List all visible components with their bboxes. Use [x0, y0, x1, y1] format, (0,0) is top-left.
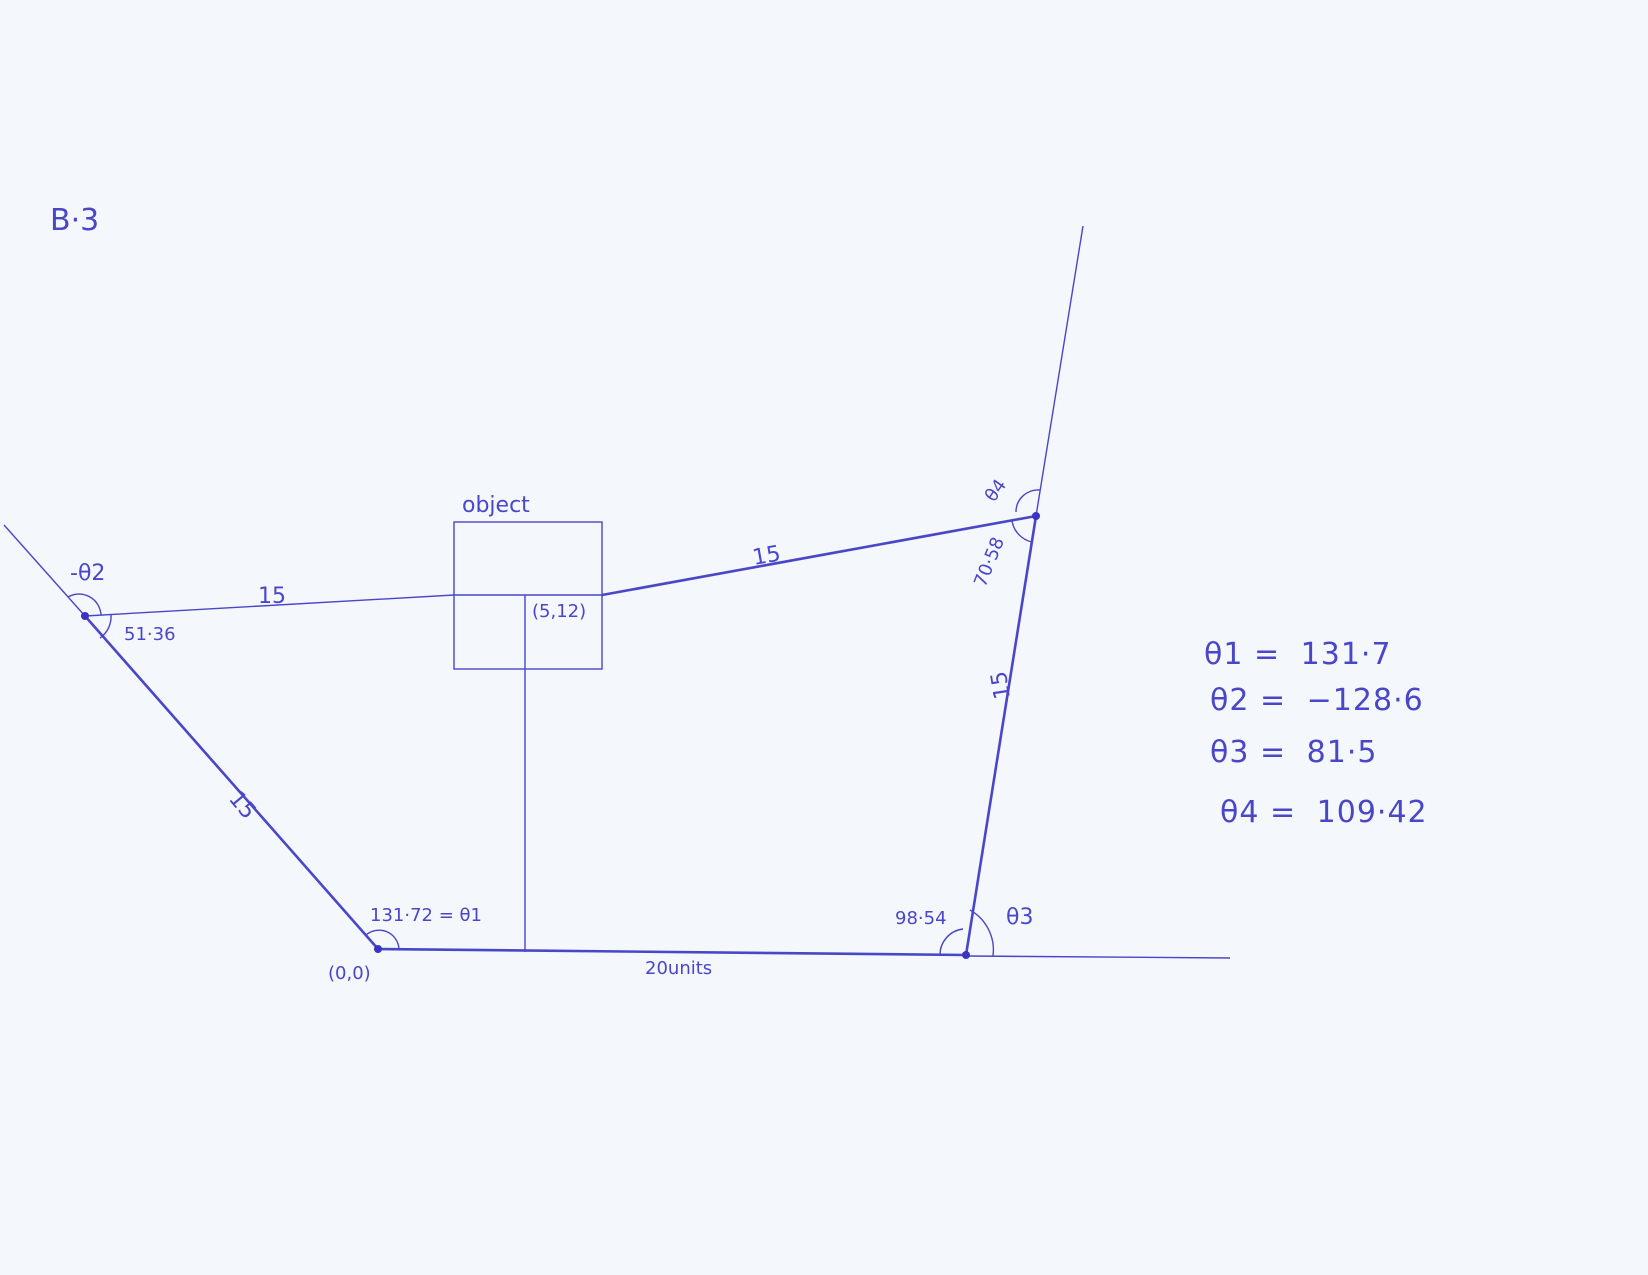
result-theta4-lhs: θ4 =	[1220, 795, 1296, 830]
object-label: object	[462, 493, 530, 518]
result-theta4-rhs: 109·42	[1317, 795, 1428, 830]
length-label-left-diag: 15	[223, 787, 260, 825]
base-extension	[965, 955, 1231, 959]
base-link	[377, 947, 967, 957]
right-base-theta-label: θ3	[1006, 905, 1033, 930]
link-left-object	[84, 594, 455, 617]
joint-origin	[374, 945, 382, 953]
result-theta3-lhs: θ3 =	[1210, 735, 1286, 770]
top-right-theta-label: θ4	[981, 475, 1011, 505]
right-base-angle-label: 98·54	[895, 908, 947, 929]
object-point-label: (5,12)	[532, 601, 586, 622]
length-label-top-right: 15	[751, 541, 783, 570]
left-extension	[3, 524, 86, 617]
page-label: B·3	[50, 203, 99, 238]
link-topright-base	[964, 515, 1038, 956]
arc-origin	[365, 929, 400, 950]
result-theta3: θ3 = 81·5	[1210, 735, 1377, 770]
joint-base-right	[962, 951, 970, 959]
origin-label: (0,0)	[328, 963, 371, 984]
result-theta2: θ2 = −128·6	[1210, 683, 1424, 718]
link-origin-left	[84, 615, 379, 950]
link-object-topright	[601, 514, 1037, 597]
arc-left-inner	[99, 614, 112, 639]
arc-left-outer	[67, 593, 102, 616]
result-theta2-lhs: θ2 =	[1210, 683, 1286, 718]
results-block: θ1 = 131·7 θ2 = −128·6 θ3 = 81·5 θ4 = 10…	[1204, 637, 1428, 830]
base-length-label: 20units	[645, 958, 712, 979]
joint-top-right	[1032, 512, 1040, 520]
result-theta1-rhs: 131·7	[1301, 637, 1392, 672]
right-extension	[1035, 225, 1084, 517]
left-vertex-angle-label: 51·36	[124, 624, 176, 645]
origin-angle-label: 131·72 = θ1	[370, 905, 482, 926]
result-theta3-rhs: 81·5	[1307, 735, 1378, 770]
joint-left	[81, 612, 89, 620]
result-theta4: θ4 = 109·42	[1220, 795, 1428, 830]
result-theta2-rhs: −128·6	[1307, 683, 1424, 718]
top-right-angle-label: 70·58	[970, 534, 1009, 590]
length-label-right-diag: 15	[987, 669, 1016, 701]
length-label-left-top: 15	[258, 584, 286, 609]
result-theta1: θ1 = 131·7	[1204, 637, 1392, 672]
result-theta1-lhs: θ1 =	[1204, 637, 1280, 672]
arc-base-right-theta3	[969, 909, 995, 957]
left-theta-label: -θ2	[70, 561, 105, 586]
arc-top-right-inner	[1011, 520, 1033, 543]
arc-base-right-inner	[939, 928, 964, 956]
arc-top-right-theta4	[1015, 489, 1041, 513]
